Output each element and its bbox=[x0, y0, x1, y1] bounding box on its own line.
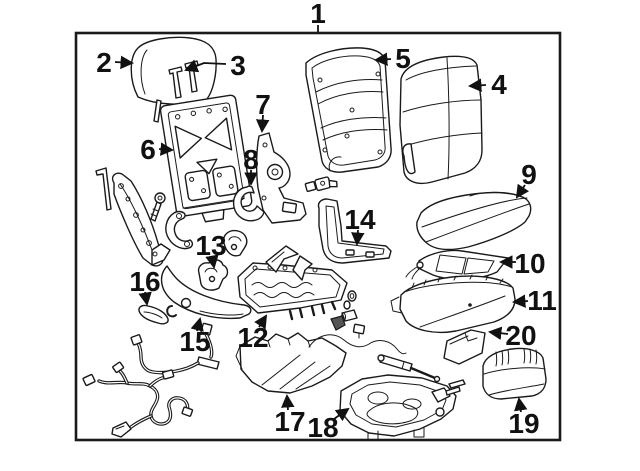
callout-label-15: 15 bbox=[179, 326, 210, 357]
guide-rod bbox=[95, 167, 112, 211]
callout-leader-7 bbox=[255, 114, 270, 134]
callout-3: 3 bbox=[184, 50, 246, 81]
u-clip bbox=[166, 305, 177, 318]
callout-1: 1 bbox=[310, 0, 326, 32]
callout-leader-14 bbox=[351, 229, 365, 247]
callout-leader-18 bbox=[333, 407, 350, 422]
latch-cable bbox=[308, 323, 407, 355]
callout-label-4: 4 bbox=[491, 69, 507, 100]
callout-label-1: 1 bbox=[310, 0, 326, 29]
grommets bbox=[343, 290, 357, 310]
callout-label-3: 3 bbox=[230, 50, 246, 81]
callout-13: 13 bbox=[195, 230, 227, 269]
callout-label-11: 11 bbox=[527, 285, 557, 316]
callout-19: 19 bbox=[508, 396, 540, 439]
callout-4: 4 bbox=[467, 69, 507, 100]
callout-7: 7 bbox=[255, 89, 271, 134]
callout-leader-17 bbox=[281, 393, 295, 411]
callout-6: 6 bbox=[140, 134, 175, 165]
latch-clip bbox=[304, 176, 338, 192]
callout-15: 15 bbox=[179, 317, 211, 357]
gusset-bracket-a bbox=[265, 245, 299, 273]
callout-label-9: 9 bbox=[521, 159, 537, 190]
callout-label-8: 8 bbox=[243, 144, 259, 175]
callout-leader-4 bbox=[467, 78, 487, 93]
callout-label-2: 2 bbox=[96, 47, 112, 78]
callout-leader-11 bbox=[511, 294, 529, 308]
callout-label-20: 20 bbox=[505, 320, 536, 351]
callout-leader-13 bbox=[205, 254, 219, 269]
recliner-bracket bbox=[255, 132, 307, 224]
saddle-bracket bbox=[222, 229, 248, 257]
callout-label-18: 18 bbox=[307, 412, 338, 443]
side-recliner-assembly bbox=[111, 172, 171, 267]
callout-label-5: 5 bbox=[395, 43, 411, 74]
callout-label-12: 12 bbox=[237, 322, 268, 353]
rear-trim-cushion bbox=[482, 347, 547, 400]
seat-back-frame bbox=[159, 94, 253, 223]
callout-5: 5 bbox=[373, 43, 411, 74]
callout-label-7: 7 bbox=[255, 89, 271, 120]
callout-leader-9 bbox=[515, 183, 529, 199]
callout-14: 14 bbox=[344, 204, 376, 247]
seat-back-cover bbox=[399, 55, 483, 185]
hinge-pins bbox=[445, 379, 466, 396]
callout-10: 10 bbox=[498, 248, 546, 279]
callout-leader-2 bbox=[114, 55, 135, 70]
gusset-bracket-b bbox=[292, 255, 313, 281]
callout-leader-6 bbox=[158, 142, 175, 156]
callout-18: 18 bbox=[307, 407, 350, 443]
callout-leader-5 bbox=[373, 52, 392, 66]
callout-label-19: 19 bbox=[508, 408, 539, 439]
callout-12: 12 bbox=[237, 314, 269, 353]
callout-8: 8 bbox=[243, 144, 259, 187]
hook-guide bbox=[232, 185, 265, 222]
trim-panel bbox=[443, 329, 486, 365]
callout-17: 17 bbox=[274, 393, 306, 437]
wiring-harness bbox=[82, 361, 194, 438]
callout-11: 11 bbox=[511, 285, 557, 316]
callout-label-6: 6 bbox=[140, 134, 156, 165]
callout-leader-12 bbox=[254, 314, 268, 330]
callout-label-14: 14 bbox=[344, 204, 376, 235]
knob bbox=[330, 315, 346, 331]
bushing bbox=[341, 309, 358, 322]
callout-leader-19 bbox=[514, 396, 528, 413]
callout-label-13: 13 bbox=[195, 230, 226, 261]
callout-leader-16 bbox=[138, 291, 152, 306]
callout-2: 2 bbox=[96, 47, 135, 78]
cable-guide bbox=[165, 210, 194, 250]
callout-label-10: 10 bbox=[514, 248, 545, 279]
seat-back-panel bbox=[305, 47, 392, 173]
callout-20: 20 bbox=[487, 320, 537, 351]
callout-leader-3 bbox=[184, 59, 227, 73]
callout-leader-15 bbox=[190, 317, 204, 332]
riser-base bbox=[339, 374, 457, 441]
floor-shield bbox=[235, 332, 347, 394]
callout-9: 9 bbox=[515, 159, 537, 199]
release-cable bbox=[130, 322, 220, 375]
callout-16: 16 bbox=[129, 266, 161, 306]
callout-label-16: 16 bbox=[129, 266, 160, 297]
cushion-cover bbox=[390, 274, 516, 334]
trim-blade bbox=[160, 265, 252, 320]
cable-end-bolt bbox=[150, 192, 166, 222]
callout-label-17: 17 bbox=[274, 406, 305, 437]
gas-strut bbox=[377, 354, 441, 383]
callout-leader-20 bbox=[487, 326, 509, 340]
side-shield bbox=[317, 198, 392, 264]
seat-cushion-pad bbox=[416, 191, 532, 251]
